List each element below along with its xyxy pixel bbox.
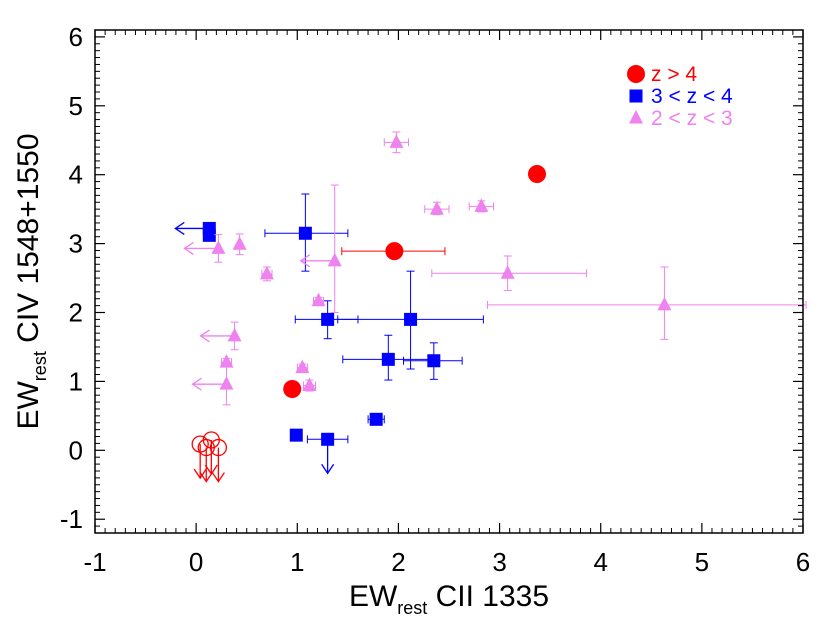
legend-label: 3 < z < 4 bbox=[651, 85, 733, 108]
triangle-marker bbox=[219, 354, 234, 368]
upper-limit-arrowhead bbox=[174, 221, 185, 235]
data-point bbox=[527, 165, 546, 184]
data-point bbox=[367, 412, 385, 426]
data-point bbox=[191, 362, 234, 406]
data-point bbox=[342, 334, 430, 381]
data-point bbox=[431, 255, 588, 291]
axis-ticks: -1 0 1 2 3 4 5 6 -1 0 1 2 3 4 5 6 bbox=[60, 22, 810, 577]
circle-marker bbox=[385, 242, 404, 261]
data-point bbox=[202, 228, 216, 242]
y-tick-label: 1 bbox=[69, 366, 83, 396]
series-circle bbox=[191, 165, 546, 483]
x-tick-label: 4 bbox=[593, 547, 607, 577]
triangle-marker bbox=[327, 252, 342, 267]
triangle-marker bbox=[295, 359, 310, 374]
legend-entry: 3 < z < 4 bbox=[629, 85, 733, 108]
triangle-marker bbox=[500, 265, 515, 279]
x-tick-label: 0 bbox=[189, 547, 203, 577]
y-tick-label: 0 bbox=[69, 435, 83, 465]
circle-marker bbox=[527, 165, 546, 184]
plot-marks bbox=[174, 131, 807, 483]
legend-entry: z > 4 bbox=[627, 63, 697, 86]
y-tick-label: 5 bbox=[69, 91, 83, 121]
upper-limit-arrowhead bbox=[183, 241, 194, 255]
data-point bbox=[341, 242, 446, 261]
data-point bbox=[383, 131, 410, 154]
upper-limit-arrowhead bbox=[204, 464, 218, 476]
y-tick-label: -1 bbox=[60, 504, 83, 534]
data-point bbox=[402, 342, 463, 380]
data-point bbox=[283, 379, 302, 398]
triangle-marker bbox=[302, 377, 317, 392]
square-marker bbox=[321, 312, 335, 326]
data-point bbox=[209, 438, 228, 483]
data-point bbox=[289, 428, 303, 442]
square-marker bbox=[289, 428, 303, 442]
circle-marker bbox=[209, 438, 228, 457]
y-tick-label: 4 bbox=[69, 160, 83, 190]
x-tick-label: 1 bbox=[290, 547, 304, 577]
data-point bbox=[306, 432, 349, 475]
data-point bbox=[199, 321, 242, 351]
square-marker bbox=[381, 352, 395, 366]
y-axis-label: EWrest CIV 1548+1550 bbox=[12, 133, 50, 429]
x-tick-label: -1 bbox=[83, 547, 106, 577]
data-point bbox=[468, 198, 495, 213]
data-point bbox=[337, 270, 484, 370]
triangle-marker bbox=[629, 110, 643, 124]
x-tick-label: 5 bbox=[695, 547, 709, 577]
data-point bbox=[183, 234, 226, 263]
data-point bbox=[302, 377, 317, 392]
triangle-marker bbox=[389, 134, 404, 148]
y-tick-label: 2 bbox=[69, 298, 83, 328]
triangle-marker bbox=[219, 376, 234, 390]
square-marker bbox=[427, 354, 441, 368]
series-triangle bbox=[183, 131, 807, 406]
triangle-marker bbox=[311, 292, 326, 307]
triangle-marker bbox=[259, 265, 274, 280]
x-tick-label: 6 bbox=[796, 547, 810, 577]
triangle-marker bbox=[474, 198, 489, 212]
x-axis-label: EWrest CII 1335 bbox=[349, 580, 549, 618]
square-marker bbox=[369, 412, 383, 426]
upper-limit-arrowhead bbox=[199, 472, 213, 483]
y-tick-label: 6 bbox=[69, 22, 83, 52]
data-point bbox=[259, 265, 274, 282]
y-tick-label: 3 bbox=[69, 229, 83, 259]
x-tick-label: 3 bbox=[492, 547, 506, 577]
upper-limit-arrowhead bbox=[193, 468, 207, 480]
square-marker bbox=[298, 226, 312, 240]
data-point bbox=[311, 292, 326, 307]
legend: z > 43 < z < 42 < z < 3 bbox=[627, 63, 733, 130]
data-point bbox=[299, 184, 342, 314]
data-point bbox=[232, 233, 247, 256]
upper-limit-arrowhead bbox=[211, 472, 225, 483]
triangle-marker bbox=[657, 296, 672, 311]
circle-marker bbox=[283, 379, 302, 398]
legend-label: 2 < z < 3 bbox=[651, 107, 733, 130]
data-point bbox=[486, 266, 807, 340]
triangle-marker bbox=[232, 236, 247, 250]
triangle-marker bbox=[227, 327, 242, 342]
upper-limit-arrowhead bbox=[199, 329, 210, 343]
square-marker bbox=[404, 312, 418, 326]
legend-label: z > 4 bbox=[651, 63, 697, 86]
square-marker bbox=[321, 432, 335, 446]
square-marker bbox=[629, 89, 643, 103]
upper-limit-arrowhead bbox=[299, 254, 311, 268]
x-tick-label: 2 bbox=[391, 547, 405, 577]
data-point bbox=[295, 359, 310, 374]
triangle-marker bbox=[429, 201, 444, 215]
upper-limit-arrowhead bbox=[321, 463, 335, 475]
triangle-marker bbox=[211, 240, 226, 254]
legend-entry: 2 < z < 3 bbox=[629, 107, 733, 130]
square-marker bbox=[202, 228, 216, 242]
upper-limit-arrowhead bbox=[191, 377, 202, 391]
series-square bbox=[174, 193, 484, 475]
circle-marker bbox=[627, 65, 645, 83]
data-point bbox=[264, 193, 349, 272]
data-point bbox=[424, 201, 450, 216]
